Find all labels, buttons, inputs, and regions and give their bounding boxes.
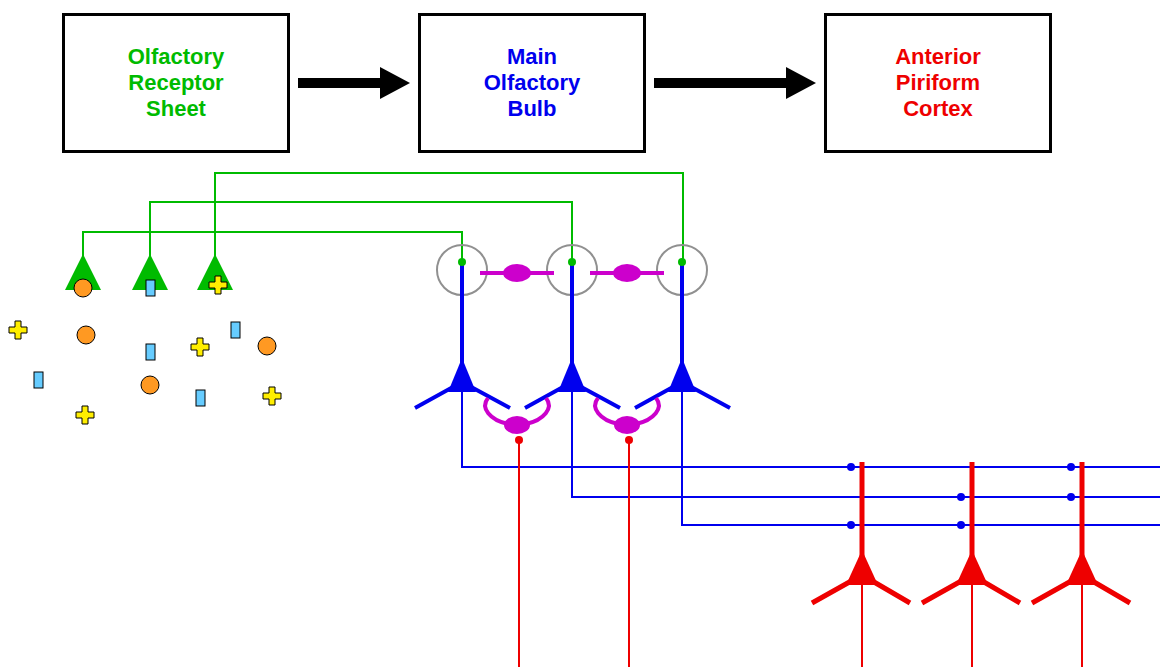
- stage-box: Olfactory Receptor Sheet: [62, 13, 290, 153]
- stage-box: Anterior Piriform Cortex: [824, 13, 1052, 153]
- mitral-cells: [415, 262, 1160, 525]
- odorant-circles: [74, 279, 276, 394]
- pyramidal-somata: [846, 550, 1098, 585]
- flow-arrow: [298, 67, 410, 99]
- arrow-shape: [298, 67, 410, 99]
- pyramidal-cells: [812, 462, 1130, 667]
- mitral-somata: [448, 358, 696, 392]
- centrifugal-fibres: [515, 436, 633, 667]
- receptor-axons: [83, 173, 683, 262]
- flow-arrow: [654, 67, 816, 99]
- odorant-crosses: [9, 276, 281, 424]
- synapse-dots: [458, 258, 1075, 529]
- granule-somata: [504, 416, 640, 434]
- arrow-shape: [654, 67, 816, 99]
- stage-label: Anterior Piriform Cortex: [868, 44, 1008, 122]
- odorant-rectangles: [34, 280, 240, 406]
- stage-box: Main Olfactory Bulb: [418, 13, 646, 153]
- stage-label: Main Olfactory Bulb: [462, 44, 602, 122]
- stage-label: Olfactory Receptor Sheet: [106, 44, 246, 122]
